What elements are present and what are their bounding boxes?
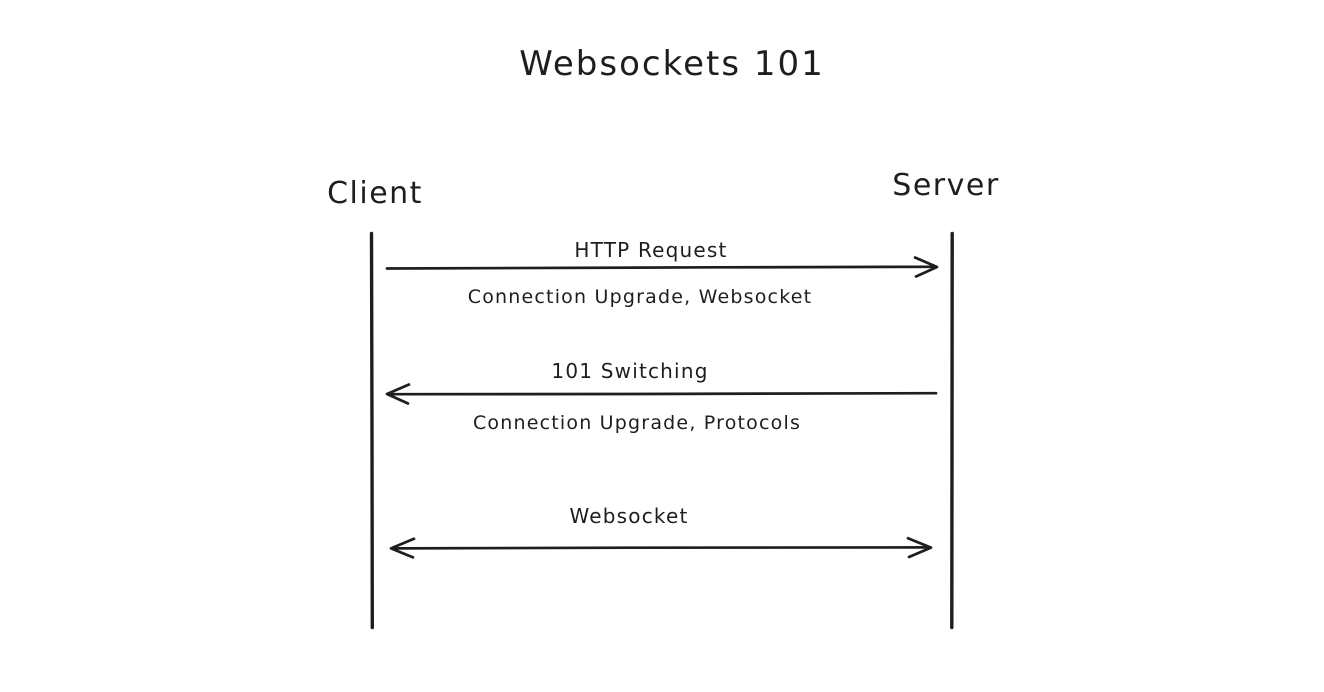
- arrow-http-request: [385, 256, 939, 278]
- message-sublabel-connection-upgrade-websocket: Connection Upgrade, Websocket: [467, 286, 813, 308]
- actor-label-client: Client: [327, 176, 423, 211]
- arrow-websocket: [389, 536, 933, 559]
- message-label-websocket: Websocket: [569, 504, 689, 528]
- actor-label-server: Server: [892, 168, 1000, 203]
- message-label-http-request: HTTP Request: [574, 238, 728, 262]
- message-sublabel-connection-upgrade-protocols: Connection Upgrade, Protocols: [472, 412, 802, 434]
- diagram-title: Websockets 101: [519, 44, 825, 84]
- message-label-101-switching: 101 Switching: [551, 359, 709, 383]
- client-lifeline: [369, 231, 374, 630]
- arrow-101-switching: [385, 383, 938, 405]
